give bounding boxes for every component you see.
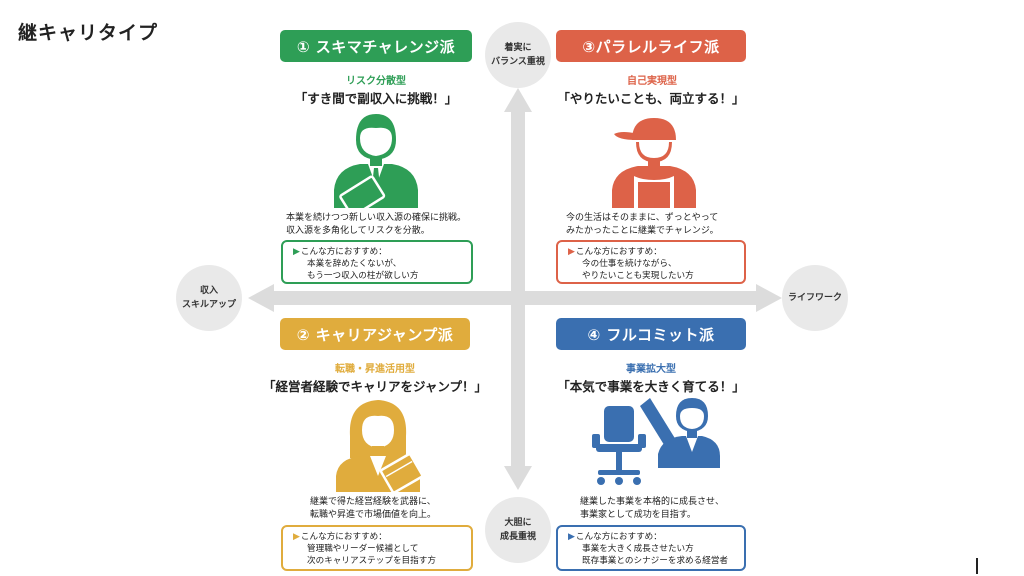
q1-rec-heading: こんな方におすすめ：: [301, 247, 387, 257]
triangle-bullet-icon: ▶: [293, 532, 300, 542]
q3-rec-line1: 今の仕事を続けながら、: [568, 258, 736, 270]
axis-label-bottom-line2: 成長重視: [500, 530, 536, 544]
axis-label-right-line1: ライフワーク: [788, 291, 842, 305]
q3-description: 今の生活はそのままに、ずっとやって みたかったことに継業でチャレンジ。: [566, 212, 719, 238]
person-arm-raised-icon: [636, 396, 722, 468]
q4-rec-line2: 既存事業とのシナジーを求める経営者: [568, 555, 736, 567]
axis-label-left: 収入 スキルアップ: [176, 265, 242, 331]
up-arrow-head: [504, 88, 532, 112]
triangle-bullet-icon: ▶: [568, 247, 575, 257]
q3-title-banner: ③パラレルライフ派: [556, 30, 746, 62]
person-businessman-icon: [330, 110, 422, 208]
q3-desc-line1: 今の生活はそのままに、ずっとやって: [566, 212, 719, 225]
q1-rec-line1: 本業を辞めたくないが、: [293, 258, 463, 270]
person-businesswoman-icon: [332, 396, 424, 492]
q4-recommendation-box: ▶こんな方におすすめ： 事業を大きく成長させたい方 既存事業とのシナジーを求める…: [556, 525, 746, 571]
person-cap-apron-icon: [608, 110, 700, 208]
down-arrow-head: [504, 466, 532, 490]
q4-title-banner: ④ フルコミット派: [556, 318, 746, 350]
q4-desc-line2: 事業家として成功を目指す。: [580, 509, 724, 522]
axis-label-top: 着実に バランス重視: [485, 22, 551, 88]
q1-tagline: 「すき間で副収入に挑戦！」: [256, 88, 496, 107]
q1-recommendation-box: ▶こんな方におすすめ： 本業を辞めたくないが、 もう一つ収入の柱が欲しい方: [281, 240, 473, 284]
q4-tagline: 「本気で事業を大きく育てる！」: [531, 376, 771, 395]
q3-subtype: 自己実現型: [552, 72, 752, 87]
q2-recommendation-box: ▶こんな方におすすめ： 管理職やリーダー候補として 次のキャリアステップを目指す…: [281, 525, 473, 571]
q3-recommendation-box: ▶こんな方におすすめ： 今の仕事を続けながら、 やりたいことも実現したい方: [556, 240, 746, 284]
q4-rec-line1: 事業を大きく成長させたい方: [568, 543, 736, 555]
q3-rec-line2: やりたいことも実現したい方: [568, 270, 736, 282]
q4-rec-heading: こんな方におすすめ：: [576, 532, 662, 542]
axis-label-bottom: 大胆に 成長重視: [485, 497, 551, 563]
q1-description: 本業を続けつつ新しい収入源の確保に挑戦。 収入源を多角化してリスクを分散。: [286, 212, 466, 238]
axis-label-left-line2: スキルアップ: [182, 298, 236, 312]
axis-label-bottom-line1: 大胆に: [504, 516, 531, 530]
q2-rec-heading: こんな方におすすめ：: [301, 532, 387, 542]
q2-desc-line1: 継業で得た経営経験を武器に、: [310, 496, 436, 509]
q2-title-banner: ② キャリアジャンプ派: [280, 318, 470, 350]
q1-desc-line1: 本業を続けつつ新しい収入源の確保に挑戦。: [286, 212, 466, 225]
q2-rec-line2: 次のキャリアステップを目指す方: [293, 555, 463, 567]
q3-rec-heading: こんな方におすすめ：: [576, 247, 662, 257]
text-cursor-caret: [976, 558, 978, 574]
q1-desc-line2: 収入源を多角化してリスクを分散。: [286, 225, 466, 238]
q1-subtype: リスク分散型: [276, 72, 476, 87]
axis-label-right: ライフワーク: [782, 265, 848, 331]
q4-description: 継業した事業を本格的に成長させ、 事業家として成功を目指す。: [580, 496, 724, 522]
q2-description: 継業で得た経営経験を武器に、 転職や昇進で市場価値を向上。: [310, 496, 436, 522]
triangle-bullet-icon: ▶: [568, 532, 575, 542]
q3-desc-line2: みたかったことに継業でチャレンジ。: [566, 225, 719, 238]
horizontal-axis-bar: [270, 291, 760, 305]
q4-subtype: 事業拡大型: [551, 360, 751, 375]
axis-label-left-line1: 収入: [200, 284, 218, 298]
q3-tagline: 「やりたいことも、両立する！」: [531, 88, 771, 107]
triangle-bullet-icon: ▶: [293, 247, 300, 257]
axis-label-top-line1: 着実に: [504, 41, 531, 55]
q2-desc-line2: 転職や昇進で市場価値を向上。: [310, 509, 436, 522]
q1-rec-line2: もう一つ収入の柱が欲しい方: [293, 270, 463, 282]
left-arrow-head: [248, 284, 274, 312]
vertical-axis-bar: [511, 108, 525, 470]
q2-rec-line1: 管理職やリーダー候補として: [293, 543, 463, 555]
q2-subtype: 転職・昇進活用型: [275, 360, 475, 375]
axis-label-top-line2: バランス重視: [491, 55, 545, 69]
right-arrow-head: [756, 284, 782, 312]
q1-title-banner: ① スキマチャレンジ派: [280, 30, 472, 62]
q4-desc-line1: 継業した事業を本格的に成長させ、: [580, 496, 724, 509]
q2-tagline: 「経営者経験でキャリアをジャンプ！」: [255, 376, 495, 395]
